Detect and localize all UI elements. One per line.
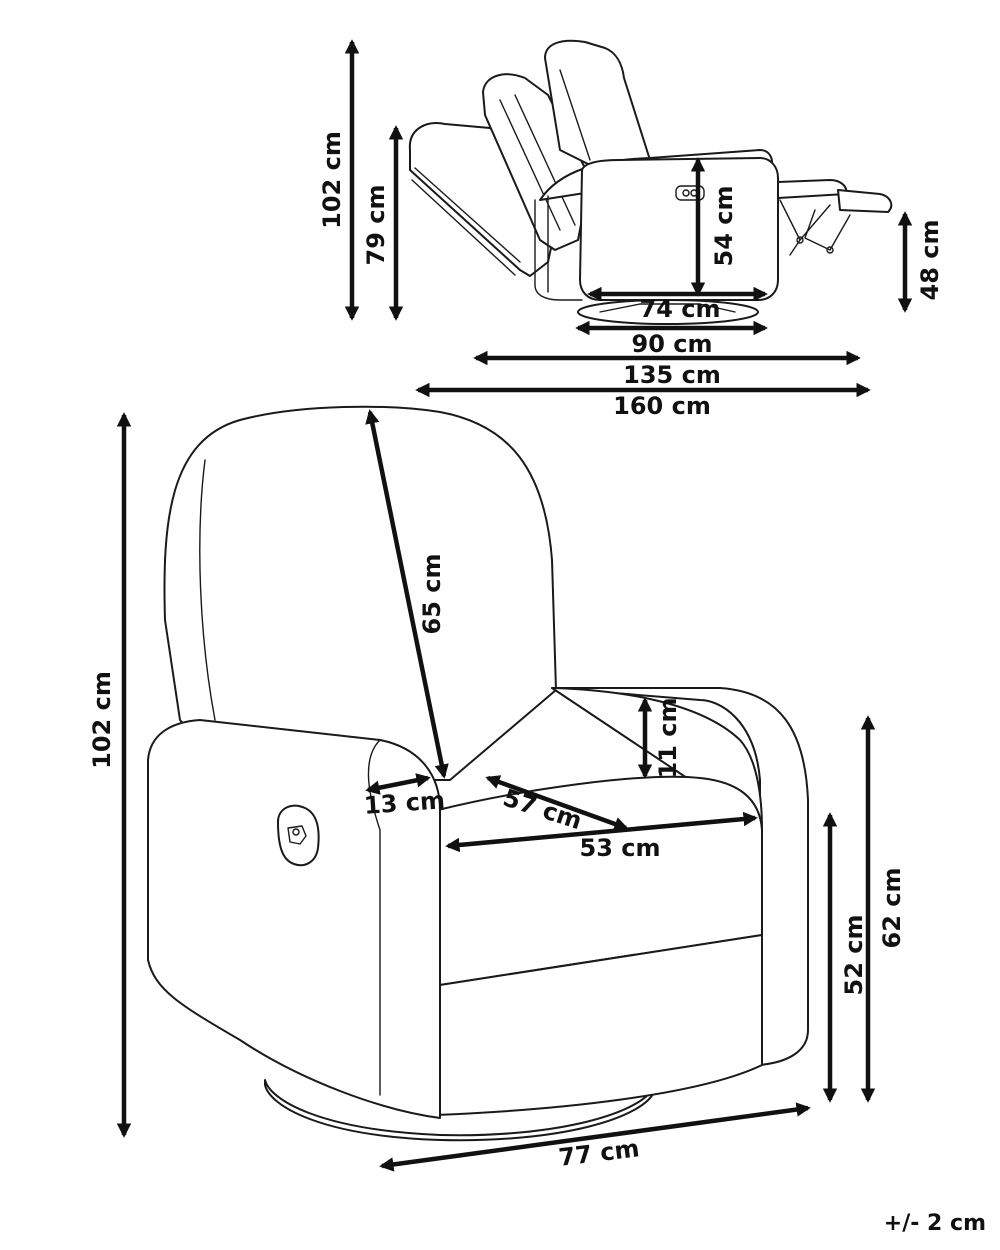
label-front-back-length: 65 cm — [418, 554, 446, 635]
dim-line-front-seat-width — [445, 811, 758, 853]
dim-line-front-arm-width — [365, 773, 431, 795]
label-front-arm-height: 62 cm — [878, 868, 906, 949]
label-front-arm-above-seat: 11 cm — [654, 698, 682, 779]
side-view-chair — [408, 39, 893, 325]
label-front-total-height: 102 cm — [88, 671, 116, 769]
label-side-total-height: 102 cm — [318, 131, 346, 229]
label-side-back-height: 79 cm — [362, 185, 390, 266]
label-front-arm-width: 13 cm — [363, 786, 446, 820]
tolerance-note: +/- 2 cm — [884, 1211, 986, 1236]
label-side-depth-upright: 90 cm — [632, 330, 713, 358]
dim-line-front-back-length — [365, 409, 449, 779]
label-front-seat-height: 52 cm — [840, 915, 868, 996]
label-front-seat-width: 53 cm — [580, 834, 661, 862]
label-side-footrest-height: 48 cm — [916, 220, 944, 301]
side-view-dimensions: 102 cm 79 cm 54 cm 48 cm 74 cm 90 cm 135… — [318, 39, 944, 420]
label-side-base-width: 74 cm — [640, 295, 721, 323]
label-side-depth-mid: 135 cm — [623, 361, 721, 389]
dim-line-front-total-width — [379, 1102, 811, 1172]
front-view-dimensions: 102 cm 65 cm 11 cm 13 cm 57 cm 53 cm 62 … — [88, 409, 906, 1172]
label-side-depth-reclined: 160 cm — [613, 392, 711, 420]
label-side-arm-height: 54 cm — [710, 186, 738, 267]
front-view-chair — [147, 405, 809, 1142]
